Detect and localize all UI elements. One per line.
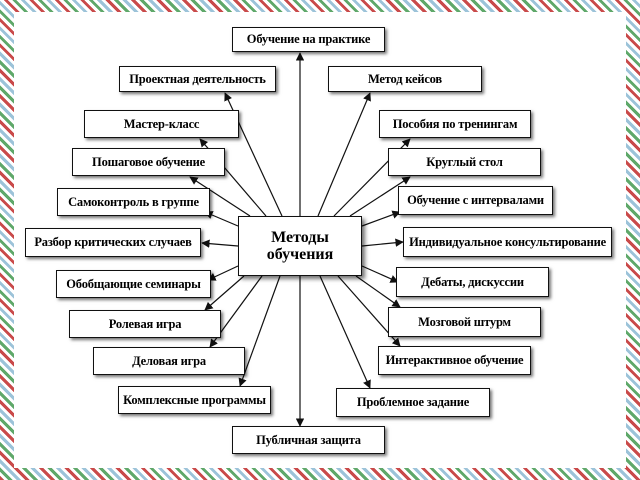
node-label: Мастер-класс — [123, 116, 200, 131]
arrow-15 — [355, 275, 401, 308]
arrow-10 — [201, 239, 239, 248]
arrow-8 — [204, 211, 239, 227]
node-label: Обучение с интервалами — [407, 193, 544, 207]
node-label: Самоконтроль в группе — [68, 194, 199, 209]
arrow-19 — [319, 275, 371, 389]
node-samokontrol-v-gruppe: Самоконтроль в группе — [57, 188, 210, 216]
node-label: Публичная защита — [256, 432, 361, 447]
arrow-18 — [238, 275, 281, 387]
node-razbor-kriticheskih-sluchaev: Разбор критических случаев — [25, 228, 201, 257]
arrow-14 — [204, 275, 245, 311]
node-problemnoe-zadanie: Проблемное задание — [336, 388, 490, 417]
node-label: Пособия по тренингам — [392, 116, 518, 131]
node-obuchenie-s-intervalami: Обучение с интервалами — [398, 186, 553, 215]
node-label: Индивидуальное консультирование — [409, 234, 606, 249]
arrow-12 — [207, 265, 239, 281]
node-metod-keysov: Метод кейсов — [328, 66, 482, 92]
node-label: Мозговой штурм — [418, 314, 511, 329]
node-individualnoe-konsultirovanie: Индивидуальное консультирование — [403, 227, 612, 257]
arrow-7 — [349, 176, 411, 217]
arrow-3 — [317, 92, 371, 217]
node-label: Пошаговое обучение — [92, 154, 205, 169]
center-node-line1: Методы — [271, 229, 329, 246]
node-label: Обобщающие семинары — [66, 276, 201, 291]
node-label: Проблемное задание — [356, 395, 470, 409]
node-label: Ролевая игра — [108, 316, 182, 331]
node-delovaya-igra: Деловая игра — [93, 347, 245, 375]
arrow-6 — [189, 176, 251, 217]
node-publichnaya-zashita: Публичная защита — [232, 426, 385, 454]
node-label: Круглый стол — [426, 154, 503, 169]
node-label: Дебаты, дискуссии — [421, 274, 524, 289]
node-label: Разбор критических случаев — [34, 235, 192, 249]
node-mozgovoy-shturm: Мозговой штурм — [388, 307, 541, 337]
node-proektnaya-deyatelnost: Проектная деятельность — [119, 66, 276, 92]
node-obuchenie-na-praktike: Обучение на практике — [232, 27, 385, 52]
node-posobiya-po-treningam: Пособия по тренингам — [379, 110, 531, 138]
node-master-klass: Мастер-класс — [84, 110, 239, 138]
node-obobshayushie-seminary: Обобщающие семинары — [56, 270, 211, 298]
node-label: Метод кейсов — [368, 71, 442, 86]
node-krugly-stol: Круглый стол — [388, 148, 541, 176]
node-poshagovoe-obuchenie: Пошаговое обучение — [72, 148, 225, 176]
arrow-11 — [361, 238, 404, 247]
node-rolevaya-igra: Ролевая игра — [69, 310, 221, 338]
node-label: Комплексные программы — [123, 392, 266, 407]
center-node-line2: обучения — [266, 246, 334, 263]
node-debaty-diskussii: Дебаты, дискуссии — [396, 267, 549, 297]
node-label: Деловая игра — [132, 353, 206, 368]
node-label: Интерактивное обучение — [385, 353, 524, 367]
center-node-methods: Методы обучения — [238, 216, 362, 276]
node-label: Проектная деятельность — [129, 71, 266, 86]
arrow-9 — [361, 210, 401, 227]
node-label: Обучение на практике — [246, 32, 371, 46]
node-kompleksnye-programmy: Комплексные программы — [118, 386, 271, 414]
node-interaktivnoe-obuchenie: Интерактивное обучение — [378, 346, 531, 375]
arrow-13 — [361, 265, 399, 283]
